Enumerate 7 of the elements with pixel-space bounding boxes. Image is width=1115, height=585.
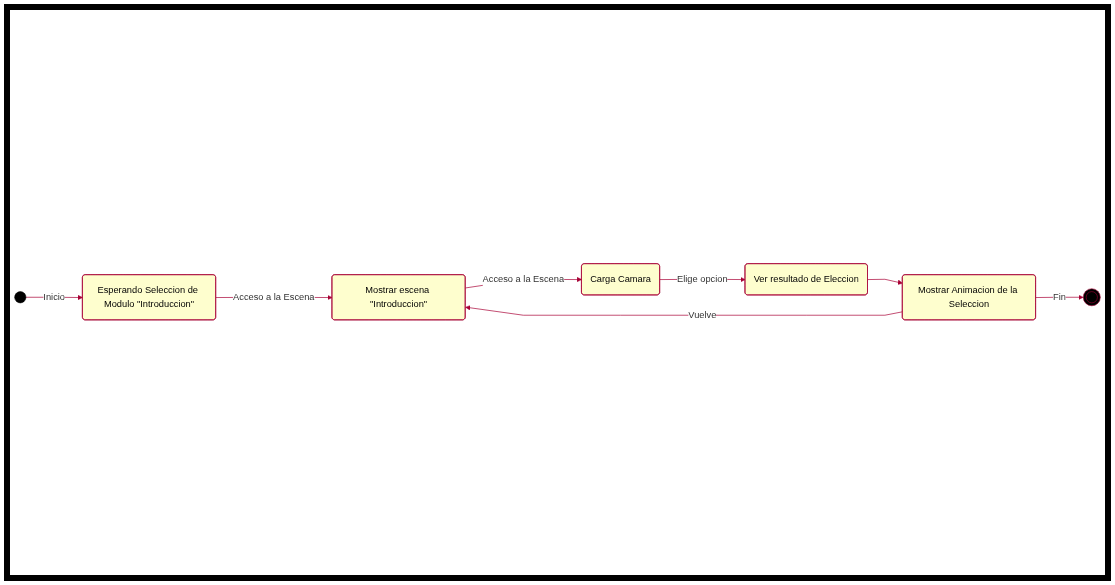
node-circle <box>14 290 27 303</box>
edge-label: Acceso a la Escena <box>482 273 565 284</box>
edge-label: Vuelve <box>688 309 717 320</box>
edge-label: Elige opcion <box>677 273 728 284</box>
edge-label: Inicio <box>43 291 65 302</box>
edge-label: Acceso a la Escena <box>233 291 315 302</box>
edge-label: Fin <box>1052 291 1066 302</box>
